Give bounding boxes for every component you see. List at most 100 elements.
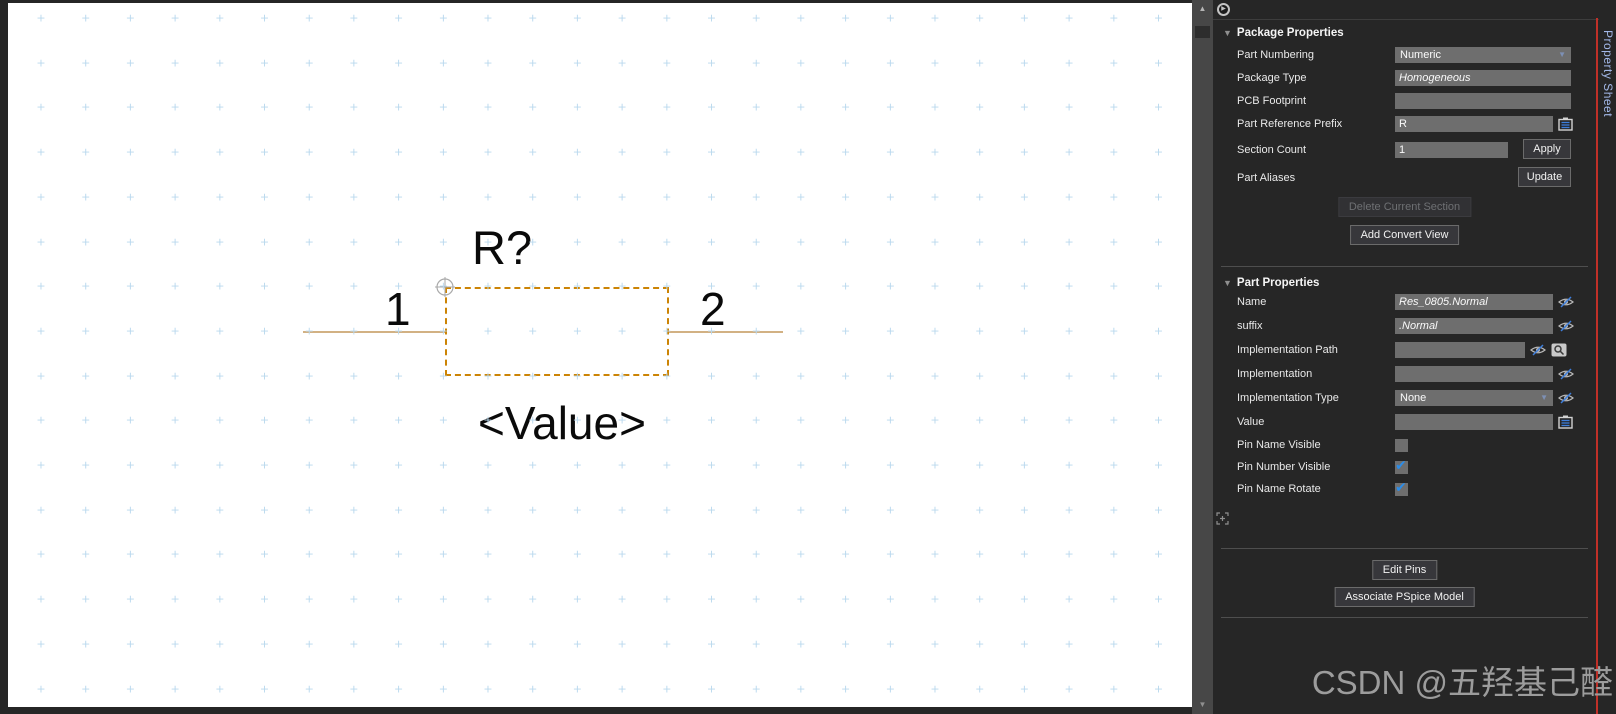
grid-mark: + [840,190,851,204]
update-button[interactable]: Update [1518,167,1571,187]
checkmark-icon: ✔ [1395,478,1407,495]
grid-mark: + [259,547,270,561]
grid-mark: + [1019,279,1029,293]
implementation-field[interactable] [1395,365,1553,382]
grid-mark: + [930,413,940,427]
resistor-body-rectangle[interactable] [445,287,669,376]
grid-mark: + [1153,235,1164,248]
grid-mark: + [215,190,225,204]
implementation-type-value: None [1400,391,1427,404]
part-reference-label[interactable]: R? [472,221,533,274]
visibility-off-icon[interactable] [1558,391,1574,404]
pin-1-number-label[interactable]: 1 [385,283,411,335]
clipboard-icon[interactable] [1558,415,1573,429]
package-properties-header[interactable]: ▼ Package Properties [1223,26,1344,40]
grid-mark: + [796,369,806,383]
implementation-type-dropdown[interactable]: None ▼ [1395,389,1553,406]
visibility-off-icon[interactable] [1530,343,1546,356]
value-label[interactable]: <Value> [478,397,646,449]
grid-mark: + [572,503,582,517]
pin-panel-icon[interactable]: ▶ [1217,3,1230,16]
grid-mark: + [1153,637,1164,651]
clipboard-icon[interactable] [1558,117,1573,131]
grid-mark: + [81,145,91,159]
grid-mark: + [975,324,985,338]
value-field[interactable] [1395,413,1553,430]
pcb-footprint-field[interactable] [1395,92,1571,109]
implementation-path-field[interactable] [1395,341,1525,358]
grid-mark: + [885,145,895,159]
grid-mark: + [1019,547,1029,561]
suffix-field[interactable] [1395,317,1553,334]
row-pin-name-rotate: Pin Name Rotate ✔ [1237,478,1586,497]
grid-mark: + [528,458,538,472]
scroll-down-icon[interactable]: ▼ [1198,700,1207,709]
grid-mark: + [617,100,627,114]
grid-mark: + [617,637,627,651]
grid-mark: + [751,235,761,248]
add-convert-view-button[interactable]: Add Convert View [1349,225,1460,245]
vertical-scrollbar[interactable]: ▲ ▼ [1192,0,1213,714]
grid-mark: + [1109,682,1119,695]
divider [1221,266,1588,267]
grid-mark: + [438,145,448,159]
pin-1-wire[interactable] [303,331,445,333]
scroll-up-icon[interactable]: ▲ [1198,4,1207,13]
grid-mark: + [259,637,270,651]
grid-mark: + [125,190,135,204]
apply-button[interactable]: Apply [1523,139,1571,159]
grid-mark: + [662,547,672,561]
part-properties-header[interactable]: ▼ Part Properties [1223,276,1319,290]
grid-mark: + [1064,547,1074,561]
visibility-off-icon[interactable] [1558,367,1574,380]
pin-2-number-label[interactable]: 2 [700,283,726,335]
crosshair-icon[interactable] [1216,512,1229,528]
package-type-field[interactable] [1395,69,1571,86]
visibility-off-icon[interactable] [1558,319,1574,332]
part-reference-prefix-field[interactable] [1395,115,1553,132]
grid-mark: + [706,503,717,517]
grid-mark: + [885,637,895,651]
pin-name-visible-checkbox[interactable] [1395,438,1408,452]
grid-mark: + [572,637,582,651]
grid-mark: + [975,413,985,427]
associate-pspice-model-button[interactable]: Associate PSpice Model [1334,587,1475,607]
grid-mark: + [81,56,91,70]
visibility-off-icon[interactable] [1558,295,1574,308]
schematic-canvas[interactable]: R? 1 2 <Value> + + + + + + + + + + + + + + + + + + + + + + + + +… [8,3,1192,707]
grid-mark: + [393,682,404,695]
grid-mark: + [170,637,180,651]
delete-current-section-button[interactable]: Delete Current Section [1337,197,1472,217]
row-part-reference-prefix: Part Reference Prefix [1237,115,1586,132]
section-count-field[interactable] [1395,141,1508,158]
grid-mark: + [706,592,717,606]
grid-mark: + [1064,682,1074,695]
collapse-section-icon[interactable]: ▼ [1223,278,1232,288]
grid-mark: + [36,637,46,651]
name-field[interactable] [1395,293,1553,310]
grid-mark: + [259,145,270,159]
collapse-section-icon[interactable]: ▼ [1223,28,1232,38]
grid-mark: + [215,56,225,70]
grid-mark: + [840,369,851,383]
browse-search-icon[interactable] [1551,343,1567,357]
grid-mark: + [840,56,851,70]
part-numbering-dropdown[interactable]: Numeric ▼ [1395,46,1571,63]
edit-pins-button[interactable]: Edit Pins [1371,560,1438,580]
grid-mark: + [528,682,538,695]
grid-mark: + [36,458,46,472]
property-sheet-tab[interactable]: Property Sheet [1599,0,1616,714]
grid-mark: + [259,100,270,114]
scrollbar-thumb[interactable] [1195,26,1210,38]
grid-mark: + [438,503,448,517]
grid-mark: + [36,100,46,114]
row-implementation-path: Implementation Path [1237,341,1586,358]
pin-2-wire[interactable] [669,331,783,333]
pin-number-visible-checkbox[interactable]: ✔ [1395,458,1408,474]
grid-mark: + [36,11,46,25]
grid-mark: + [528,503,538,517]
pin-name-rotate-checkbox[interactable]: ✔ [1395,478,1408,496]
grid-mark: + [393,145,404,159]
grid-mark: + [528,56,538,70]
row-pin-name-visible: Pin Name Visible [1237,437,1586,453]
